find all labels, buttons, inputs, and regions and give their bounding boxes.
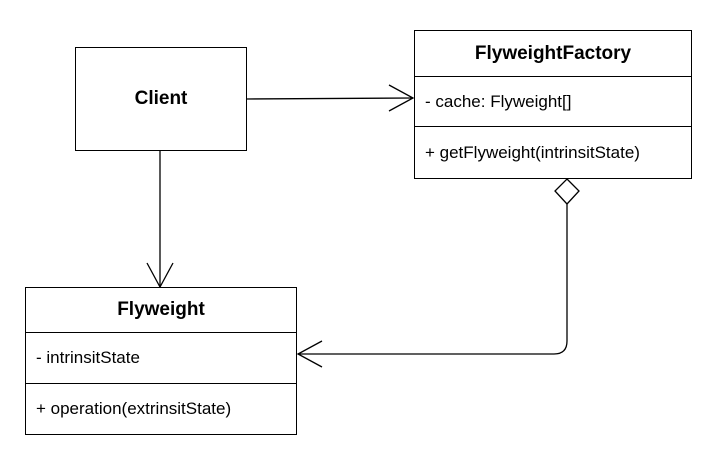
- open-arrowhead-icon: [388, 84, 415, 112]
- aggregation-diamond-icon: [554, 178, 580, 205]
- flyweight-factory-class-box[interactable]: FlyweightFactory - cache: Flyweight[] + …: [414, 30, 692, 179]
- flyweight-factory-attribute: - cache: Flyweight[]: [415, 77, 691, 127]
- flyweight-class-box[interactable]: Flyweight - intrinsitState + operation(e…: [25, 287, 297, 435]
- client-to-flyweight-association[interactable]: [146, 150, 174, 289]
- client-to-factory-association[interactable]: [245, 84, 415, 112]
- flyweight-class-name: Flyweight: [26, 288, 296, 333]
- open-arrowhead-icon: [296, 340, 323, 368]
- flyweight-attribute: - intrinsitState: [26, 333, 296, 384]
- flyweight-operation: + operation(extrinsitState): [36, 399, 232, 418]
- flyweight-factory-class-name: FlyweightFactory: [415, 31, 691, 77]
- flyweight-factory-operation: + getFlyweight(intrinsitState): [425, 142, 640, 162]
- client-class-box[interactable]: Client: [75, 47, 247, 151]
- client-class-name: Client: [134, 88, 188, 109]
- factory-to-flyweight-aggregation[interactable]: [296, 178, 580, 368]
